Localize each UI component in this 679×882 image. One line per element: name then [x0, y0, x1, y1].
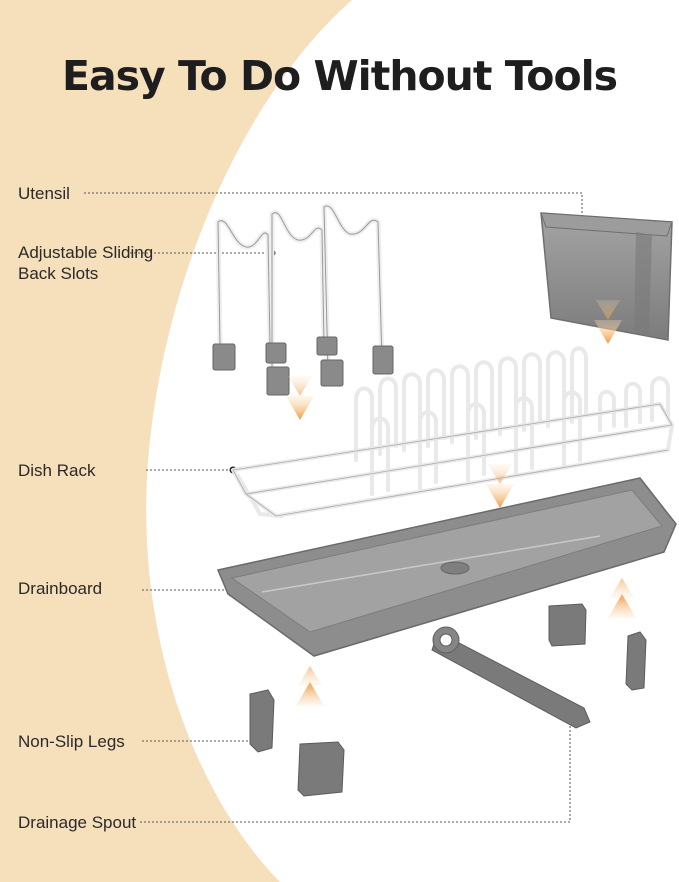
- back-slot-clips: [212, 336, 394, 396]
- label-non-slip-legs: Non-Slip Legs: [18, 732, 125, 751]
- arrow-up-leg-right: [608, 578, 636, 618]
- label-drainboard: Drainboard: [18, 579, 103, 598]
- utensil-holder-illustration: [540, 212, 673, 341]
- arrow-up-leg-left: [296, 666, 324, 706]
- back-slots-illustration: [215, 203, 385, 375]
- drainboard-illustration: [216, 477, 677, 657]
- page-title: Easy To Do Without Tools: [61, 52, 618, 100]
- arrow-down-rack: [486, 464, 514, 508]
- label-back-slots-line2: Back Slots: [18, 264, 99, 283]
- leader-drainage-spout: [140, 720, 571, 823]
- arrow-down-utensil: [594, 300, 622, 344]
- arrow-down-slots: [286, 376, 314, 420]
- back-slots-illustration-outline: [217, 205, 383, 373]
- drainage-spout-illustration: [431, 626, 591, 729]
- non-slip-legs-illustration: [249, 603, 647, 797]
- label-drainage-spout: Drainage Spout: [18, 813, 137, 832]
- assembly-arrows: [286, 300, 636, 706]
- dish-rack-illustration-outline: [232, 403, 673, 517]
- label-dish-rack: Dish Rack: [18, 461, 96, 480]
- leader-utensil: [84, 192, 583, 258]
- label-back-slots-line1: Adjustable Sliding: [18, 243, 154, 262]
- label-utensil: Utensil: [18, 184, 70, 203]
